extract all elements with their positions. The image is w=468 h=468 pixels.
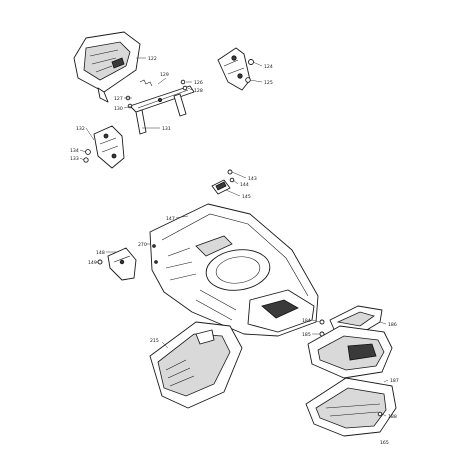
callout-125: 125 — [264, 80, 273, 86]
callout-144: 144 — [240, 182, 249, 188]
callout-148: 148 — [96, 250, 105, 256]
callout-184: 184 — [302, 318, 311, 324]
callout-133: 133 — [70, 156, 79, 162]
callout-145: 145 — [242, 194, 251, 200]
grass-bag-frame-part — [305, 377, 397, 437]
handle-cover-part — [73, 31, 141, 103]
bolt-133 — [85, 149, 91, 155]
bolt-124 — [248, 59, 263, 67]
grass-chute-part — [149, 321, 243, 409]
callout-147: 147 — [166, 216, 175, 222]
rear-cover-part — [307, 325, 393, 379]
nut-125 — [245, 77, 263, 83]
left-handle-bracket-part — [93, 125, 125, 169]
callout-187: 187 — [390, 378, 399, 384]
callout-132: 132 — [76, 126, 85, 132]
washer-parts — [125, 79, 188, 109]
rear-axle-bracket-part — [129, 85, 195, 135]
callout-131: 131 — [162, 126, 171, 132]
mower-deck-part — [149, 203, 319, 337]
callout-149: 149 — [88, 260, 97, 266]
callout-130: 130 — [114, 106, 123, 112]
nut-134 — [83, 157, 89, 163]
callout-185: 185 — [302, 332, 311, 338]
callout-127: 127 — [114, 96, 123, 102]
callout-134: 134 — [70, 148, 79, 154]
spring-129 — [139, 79, 153, 87]
callout-128: 128 — [194, 88, 203, 94]
callout-122: 122 — [148, 56, 157, 62]
callout-124: 124 — [264, 64, 273, 70]
callout-143: 143 — [248, 176, 257, 182]
callout-215: 215 — [150, 338, 159, 344]
callout-270: 270 — [138, 242, 147, 248]
right-handle-bracket-part — [217, 47, 251, 91]
callout-186: 186 — [388, 322, 397, 328]
callout-165: 165 — [380, 440, 389, 446]
callout-126: 126 — [194, 80, 203, 86]
callout-188: 188 — [388, 414, 397, 420]
height-adjust-clip-part — [211, 169, 235, 195]
callout-129: 129 — [160, 72, 169, 78]
